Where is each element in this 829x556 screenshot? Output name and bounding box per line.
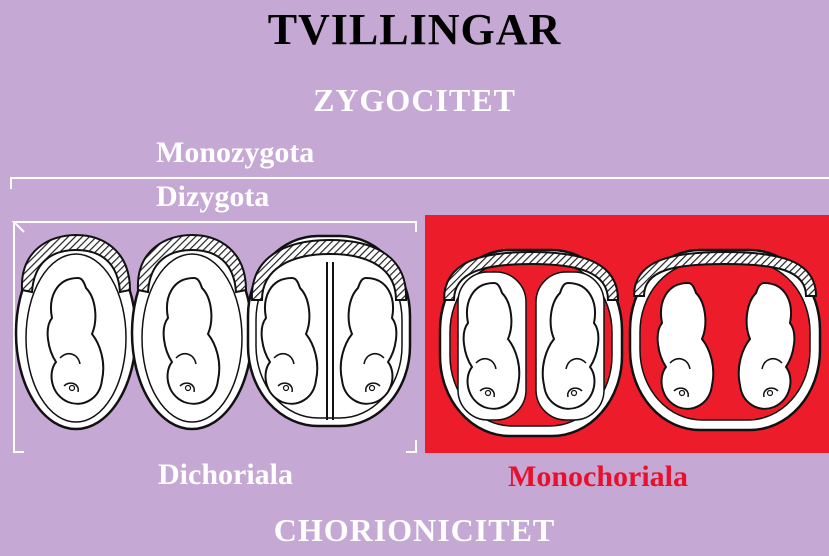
dichorial-fused-sac (248, 236, 410, 426)
chorionicity-heading: CHORIONICITET (0, 512, 829, 549)
monochorial-monoamniotic-sac (630, 250, 820, 430)
dichoriala-label: Dichoriala (158, 458, 293, 492)
dichorial-twin-sac-2 (132, 235, 252, 429)
monochoriala-label: Monochoriala (508, 460, 688, 494)
monochorial-diamniotic-sac (440, 250, 622, 436)
dichorial-twin-sac-1 (16, 235, 136, 429)
